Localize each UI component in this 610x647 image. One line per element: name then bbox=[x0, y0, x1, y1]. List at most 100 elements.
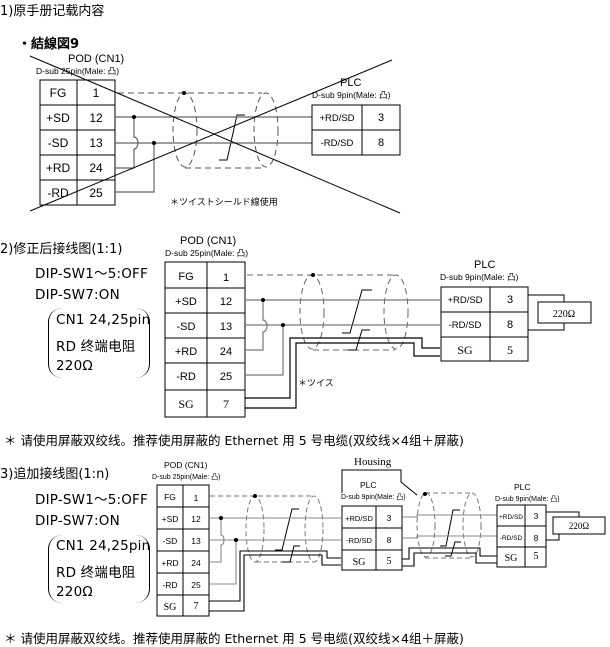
pod-pin: 1 bbox=[194, 493, 199, 503]
pod-signal: FG bbox=[50, 86, 67, 100]
section3-bracket bbox=[48, 535, 150, 603]
pod-signal: +RD bbox=[46, 161, 71, 175]
pod-signal: FG bbox=[164, 492, 176, 502]
pod-pin: 7 bbox=[194, 601, 199, 612]
pod-connector-table: FG 1 +SD 12 -SD 13 +RD 24 -RD 25 SG 7 bbox=[164, 261, 246, 418]
section2-diagram: POD (CN1) D-sub 25pin(Male: 凸) FG 1 +SD … bbox=[164, 235, 592, 418]
plc-pin: 8 bbox=[387, 535, 392, 545]
plc1-connector-table: +RD/SD 3 -RD/SD 8 SG 5 bbox=[341, 505, 403, 571]
pod-subtitle: D-sub 25pin(Male: 凸) bbox=[36, 66, 119, 76]
section3-bracket-line: RD 终端电阻 bbox=[56, 565, 136, 581]
pod-pin: 24 bbox=[191, 558, 201, 568]
plc-pin: 8 bbox=[378, 137, 384, 149]
section3-bracket-line: CN1 24,25pin bbox=[56, 538, 151, 554]
section2-dip2: DIP-SW7:ON bbox=[35, 287, 120, 303]
plc-pin: 3 bbox=[507, 294, 513, 306]
plc2-subtitle: D-sub 9pin(Male: 凸) bbox=[495, 495, 560, 503]
pod-pin: 25 bbox=[220, 371, 232, 383]
pod-signal: +RD bbox=[161, 558, 178, 568]
plc-signal: SG bbox=[505, 553, 518, 564]
signal-wires-2 bbox=[402, 514, 497, 539]
plc-pin: 5 bbox=[387, 556, 392, 567]
signal-wires bbox=[115, 116, 312, 193]
pod-pin: 25 bbox=[191, 580, 201, 590]
twist-mark bbox=[275, 508, 299, 551]
sg-wires bbox=[245, 337, 440, 409]
pod-connector-table: FG 1 +SD 12 -SD 13 +RD 24 -RD 25 bbox=[39, 79, 116, 206]
pod-pin: 25 bbox=[89, 186, 103, 200]
pod-pin: 24 bbox=[220, 346, 232, 358]
section1-diagram: POD (CN1) D-sub 25pin(Male: 凸) FG 1 +SD … bbox=[29, 53, 401, 214]
plc-signal: -RD/SD bbox=[500, 535, 523, 542]
housing-outline bbox=[341, 469, 418, 496]
plc-signal: +RD/SD bbox=[345, 514, 373, 523]
plc1-subtitle: D-sub 9pin(Male: 凸) bbox=[341, 493, 406, 501]
section3-footnote: ＊ 请使用屏蔽双绞线。推荐使用屏蔽的 Ethernet 用 5 号电缆(双绞线×… bbox=[4, 631, 464, 646]
plc-signal: +RD/SD bbox=[447, 295, 482, 306]
plc-signal: SG bbox=[353, 557, 366, 568]
terminal-resistor: 220Ω bbox=[546, 511, 606, 541]
pod-title: POD (CN1) bbox=[180, 235, 236, 247]
section1-subheading: ・結線図9 bbox=[18, 37, 80, 52]
plc-pin: 3 bbox=[378, 112, 384, 124]
wire-junction-dot bbox=[132, 115, 136, 119]
pod-signal: FG bbox=[178, 271, 193, 283]
section2-bracket-line: RD 终端电阻 bbox=[56, 339, 136, 355]
pod-signal: +RD bbox=[175, 346, 197, 358]
pod-signal: +SD bbox=[46, 111, 70, 125]
fg-junction-dot bbox=[182, 91, 186, 95]
wire-junction-dot bbox=[234, 538, 238, 542]
plc2-connector-table: +RD/SD 3 -RD/SD 8 SG 5 bbox=[496, 504, 547, 568]
terminal-resistor: 220Ω bbox=[528, 294, 592, 331]
pod-signal: SG bbox=[164, 602, 177, 613]
section2-bracket-line: 220Ω bbox=[56, 358, 93, 374]
section3-bracket-line: 220Ω bbox=[56, 584, 93, 600]
section3-dip1: DIP-SW1〜5:OFF bbox=[35, 492, 148, 508]
sg-wires bbox=[209, 550, 341, 612]
plc-connector-table: +RD/SD 3 -RD/SD 8 bbox=[311, 104, 401, 156]
plc-signal: +RD/SD bbox=[319, 113, 354, 124]
section3-heading: 3)追加接线图(1:n) bbox=[0, 467, 110, 482]
section2-bracket-line: CN1 24,25pin bbox=[56, 312, 151, 328]
plc-pin: 8 bbox=[507, 319, 513, 331]
pod-signal: -SD bbox=[177, 321, 196, 333]
pod-signal: -RD bbox=[47, 186, 69, 200]
pod-title: POD (CN1) bbox=[68, 53, 124, 65]
pod-subtitle: D-sub 25pin(Male: 凸) bbox=[165, 248, 248, 258]
wire-junction-dot bbox=[281, 323, 285, 327]
wire-junction-dot bbox=[152, 141, 156, 145]
plc-pin: 5 bbox=[507, 343, 513, 357]
plc-pin: 3 bbox=[534, 511, 539, 521]
pod-pin: 12 bbox=[191, 514, 201, 524]
pod-signal: -SD bbox=[163, 536, 178, 546]
plc-subtitle: D-sub 9pin(Male: 凸) bbox=[440, 272, 519, 282]
cable-shield bbox=[247, 274, 409, 351]
cable-note: ＊ツイストシールド線使用 bbox=[170, 196, 278, 207]
plc-pin: 5 bbox=[534, 551, 539, 562]
plc-connector-table: +RD/SD 3 -RD/SD 8 SG 5 bbox=[440, 286, 529, 362]
section2-dip1: DIP-SW1〜5:OFF bbox=[35, 266, 148, 282]
section1-heading: 1)原手册记载内容 bbox=[0, 4, 105, 19]
plc2-title: PLC bbox=[514, 482, 531, 492]
section2-footnote: ＊ 请使用屏蔽双绞线。推荐使用屏蔽的 Ethernet 用 5 号电缆(双绞线×… bbox=[4, 433, 464, 448]
sg-wires-2 bbox=[402, 547, 497, 567]
pod-connector-table: FG 1 +SD 12 -SD 13 +RD 24 -RD 25 SG 7 bbox=[156, 484, 210, 617]
pod-title: POD (CN1) bbox=[164, 460, 208, 470]
resistor-label: 220Ω bbox=[569, 521, 590, 531]
twist-mark bbox=[348, 329, 370, 351]
twist-mark bbox=[342, 289, 372, 334]
twist-mark bbox=[219, 114, 245, 161]
resistor-label: 220Ω bbox=[553, 309, 575, 320]
plc-title: PLC bbox=[340, 77, 361, 89]
strike-out-cross bbox=[29, 55, 401, 214]
twist-mark bbox=[282, 545, 300, 563]
pod-subtitle: D-sub 25pin(Male: 凸) bbox=[152, 473, 220, 481]
pod-pin: 12 bbox=[220, 296, 232, 308]
plc-title: PLC bbox=[474, 259, 495, 271]
pod-pin: 13 bbox=[191, 536, 201, 546]
pod-signal: SG bbox=[178, 397, 194, 411]
section3-dip2: DIP-SW7:ON bbox=[35, 513, 120, 529]
housing-label: Housing bbox=[354, 456, 392, 468]
plc-pin: 8 bbox=[534, 533, 539, 543]
